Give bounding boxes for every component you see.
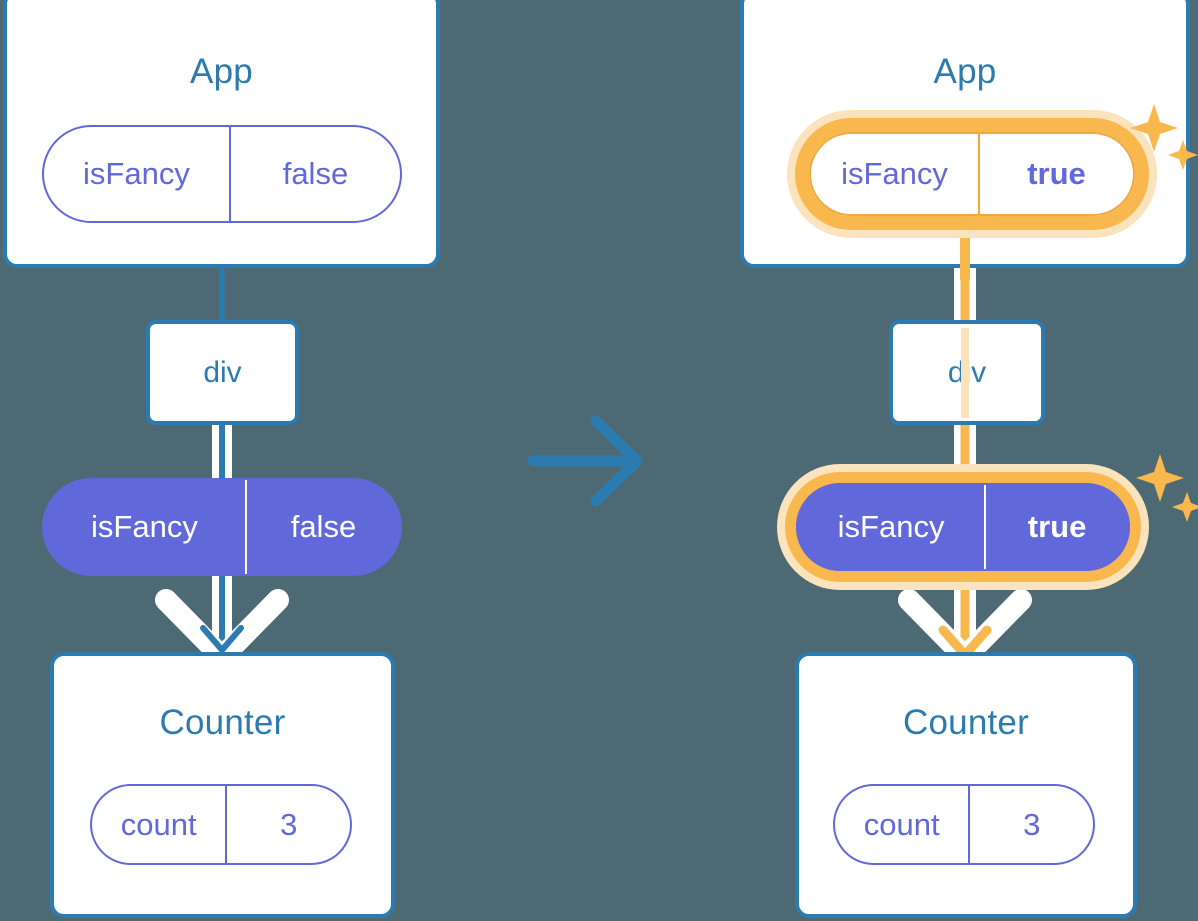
app-state-value-before: false: [282, 156, 349, 191]
counter-title-before: Counter: [159, 703, 286, 742]
counter-state-pill-after: count 3: [833, 784, 1095, 865]
div-node-before: div: [146, 320, 299, 425]
arrow-wing-left-a: [155, 589, 233, 668]
sparkle-props: [1136, 454, 1198, 522]
app-state-value-after: true: [1027, 156, 1086, 191]
counter-state-key-before: count: [92, 786, 228, 863]
counter-state-value-after: 3: [1023, 806, 1041, 842]
highlight-line-inside-app-card: [960, 205, 970, 280]
counter-state-value-before: 3: [280, 806, 298, 842]
app-state-key-after: isFancy: [811, 134, 981, 214]
arrowhead-to-counter-left: [200, 625, 244, 653]
app-state-pill-after: isFancy true: [809, 132, 1135, 216]
props-key-before: isFancy: [44, 480, 247, 574]
props-key-after: isFancy: [798, 485, 987, 569]
sparkle-star-small-icon: [1168, 140, 1198, 170]
props-pill-after: isFancy true: [796, 483, 1130, 571]
counter-state-key-after: count: [835, 786, 971, 863]
props-pill-before: isFancy false: [42, 478, 402, 576]
app-title-before: App: [190, 52, 253, 91]
counter-state-pill-before: count 3: [90, 784, 352, 865]
sparkle-star-small-icon: [1172, 492, 1198, 522]
app-state-key-before: isFancy: [44, 127, 231, 221]
highlight-line-through-div: [961, 328, 969, 418]
arrow-wing-left-b: [211, 589, 289, 668]
props-value-before: false: [290, 509, 357, 544]
counter-title-after: Counter: [903, 703, 1029, 742]
sparkle-star-large-icon: [1130, 104, 1178, 152]
sparkle-star-large-icon: [1136, 454, 1184, 502]
arrow-right-icon: [527, 415, 643, 507]
sparkle-app-state: [1130, 104, 1198, 170]
app-state-pill-before: isFancy false: [42, 125, 402, 223]
props-value-after: true: [1027, 509, 1087, 544]
app-title-after: App: [933, 52, 997, 91]
